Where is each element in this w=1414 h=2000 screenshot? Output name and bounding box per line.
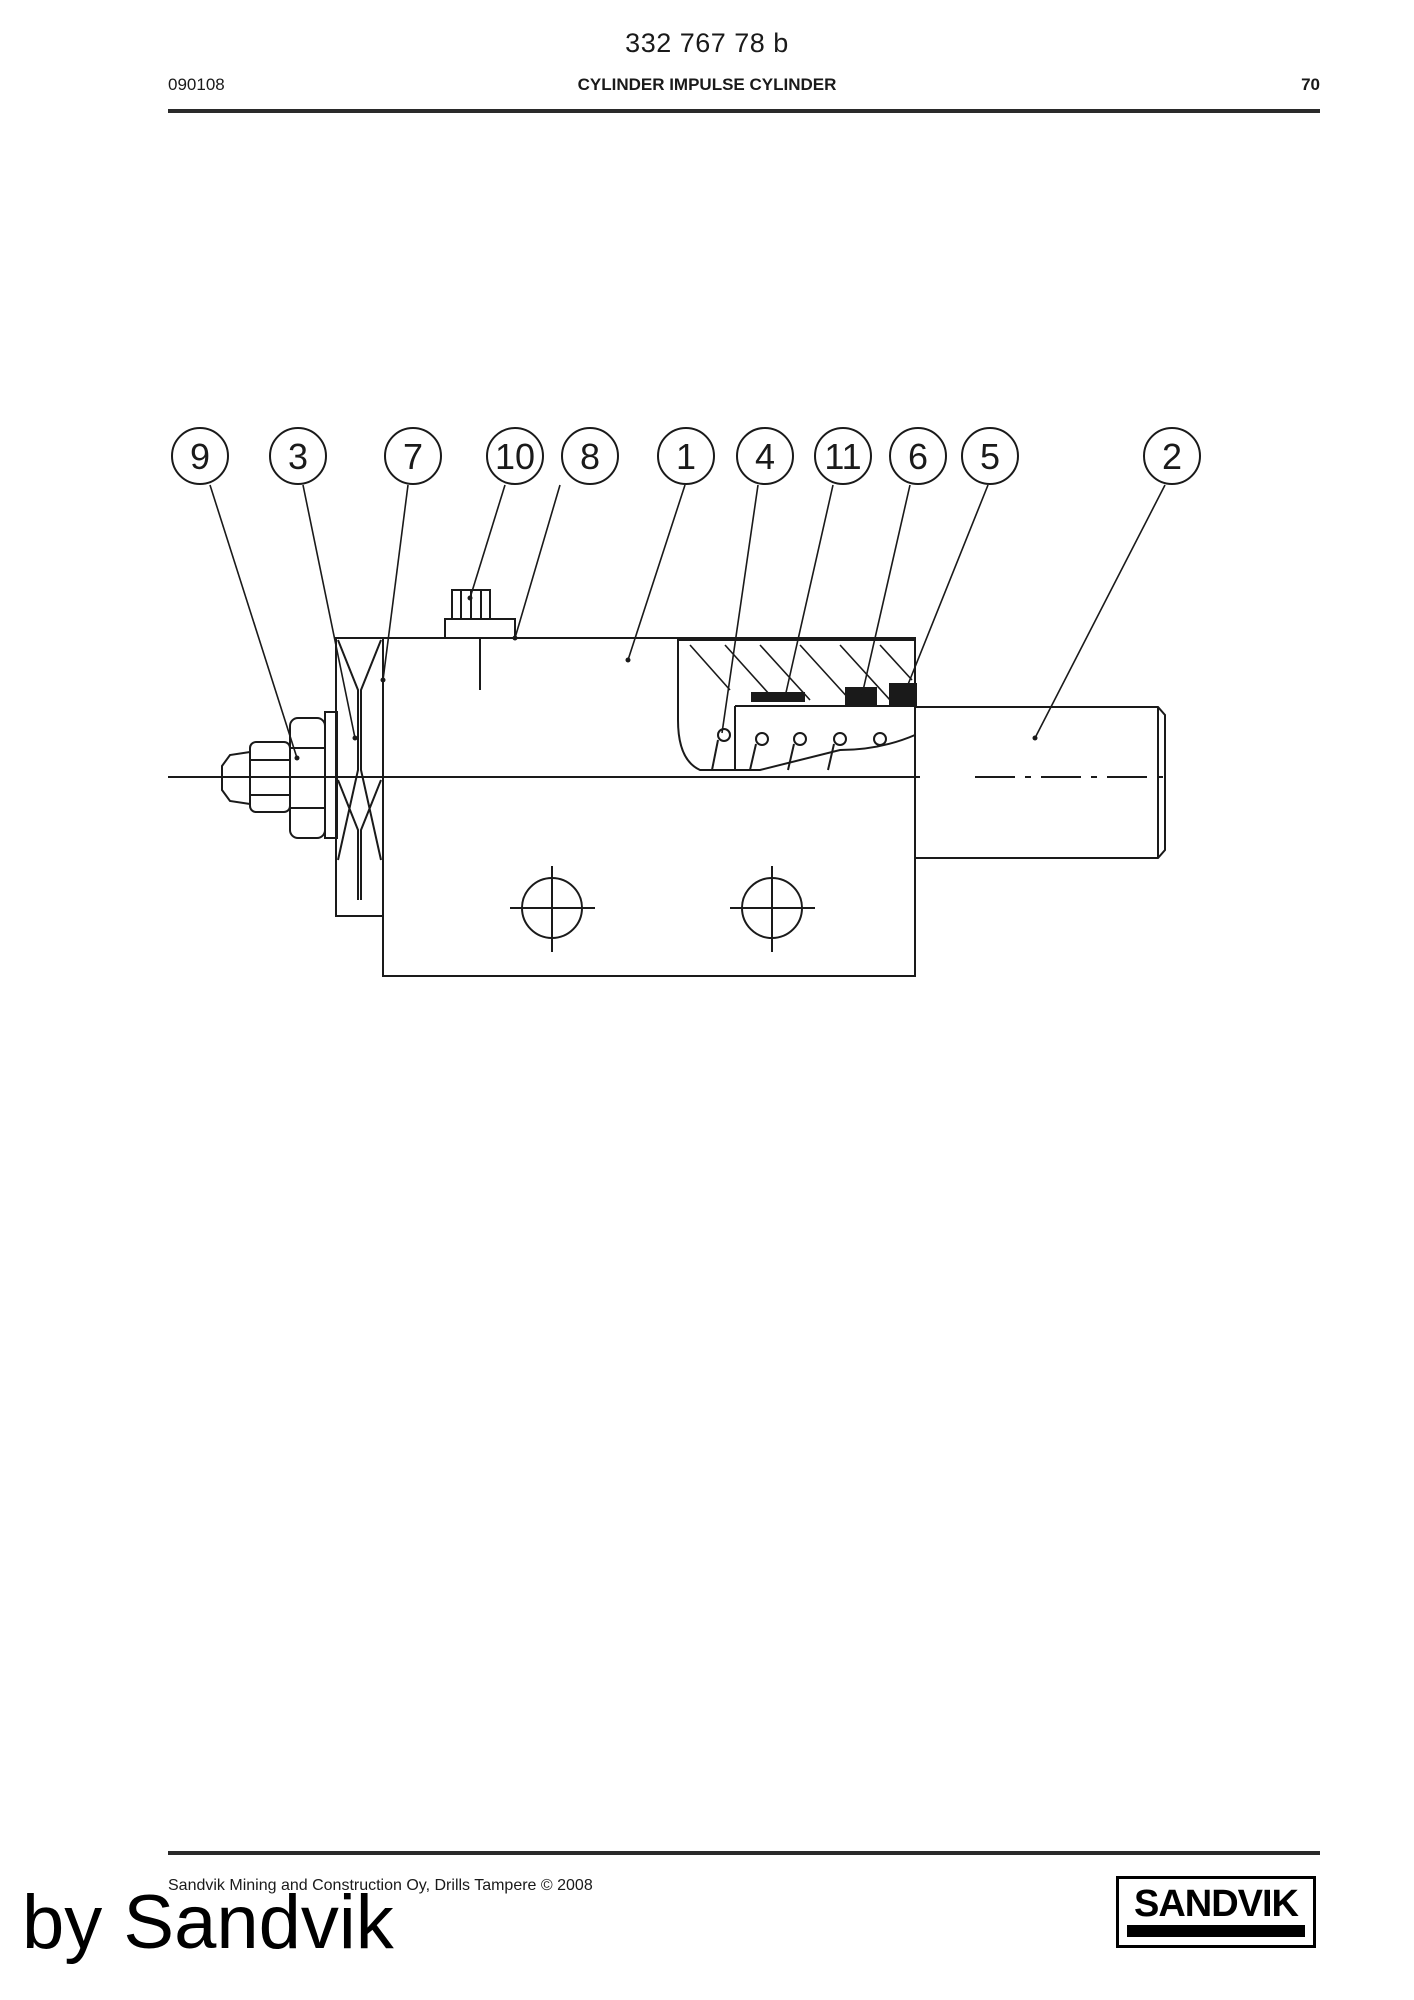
callout-balloon-3: [269, 427, 327, 485]
callout-label-1: 1: [676, 436, 696, 477]
callout-balloon-5: [961, 427, 1019, 485]
cylinder-body: [382, 637, 916, 977]
callout-group: 9 3 7 10 8 1 4 11 6 5 2: [171, 427, 1201, 485]
seal-5: [889, 683, 917, 707]
callout-label-11: 11: [824, 436, 861, 477]
sandvik-logo: SANDVIK: [1116, 1876, 1316, 1948]
callout-label-4: 4: [755, 436, 775, 477]
header-rule: [168, 109, 1320, 113]
callout-balloon-4: [736, 427, 794, 485]
callout-balloon-2: [1143, 427, 1201, 485]
byline: by Sandvik: [22, 1880, 394, 1965]
callout-balloon-9: [171, 427, 229, 485]
callout-balloon-8: [561, 427, 619, 485]
callout-label-7: 7: [403, 436, 423, 477]
document-date: 090108: [168, 75, 225, 94]
callout-balloon-6: [889, 427, 947, 485]
callout-label-8: 8: [580, 436, 600, 477]
hatch: [689, 644, 913, 701]
callout-balloon-1: [657, 427, 715, 485]
mount-hole-1: [510, 866, 595, 952]
logo-text: SANDVIK: [1133, 1883, 1299, 1925]
callout-label-2: 2: [1162, 436, 1182, 477]
callout-label-5: 5: [980, 436, 1000, 477]
document-number: 332 767 78 b: [625, 28, 789, 58]
mount-hole-2: [730, 866, 815, 952]
callout-label-10: 10: [495, 436, 535, 477]
callout-balloon-7: [384, 427, 442, 485]
spring-coils: [711, 728, 887, 771]
page-number: 70: [1301, 75, 1320, 94]
seal-11: [751, 692, 805, 702]
piston-rod: [915, 706, 1166, 859]
seal-6: [845, 687, 877, 707]
page-title: CYLINDER IMPULSE CYLINDER: [577, 75, 837, 94]
section-cut: [677, 639, 916, 771]
callout-balloon-10: [486, 427, 544, 485]
hose-fitting: [249, 741, 291, 813]
port-plug: [444, 618, 516, 639]
callout-balloon-11: [814, 427, 872, 485]
callout-label-3: 3: [288, 436, 308, 477]
callout-label-9: 9: [190, 436, 210, 477]
callout-label-6: 6: [908, 436, 928, 477]
leader-lines: [209, 484, 1166, 759]
footer-rule: [168, 1851, 1320, 1855]
logo-bar: [1127, 1925, 1305, 1937]
footer-copyright: Sandvik Mining and Construction Oy, Dril…: [168, 1877, 593, 1894]
